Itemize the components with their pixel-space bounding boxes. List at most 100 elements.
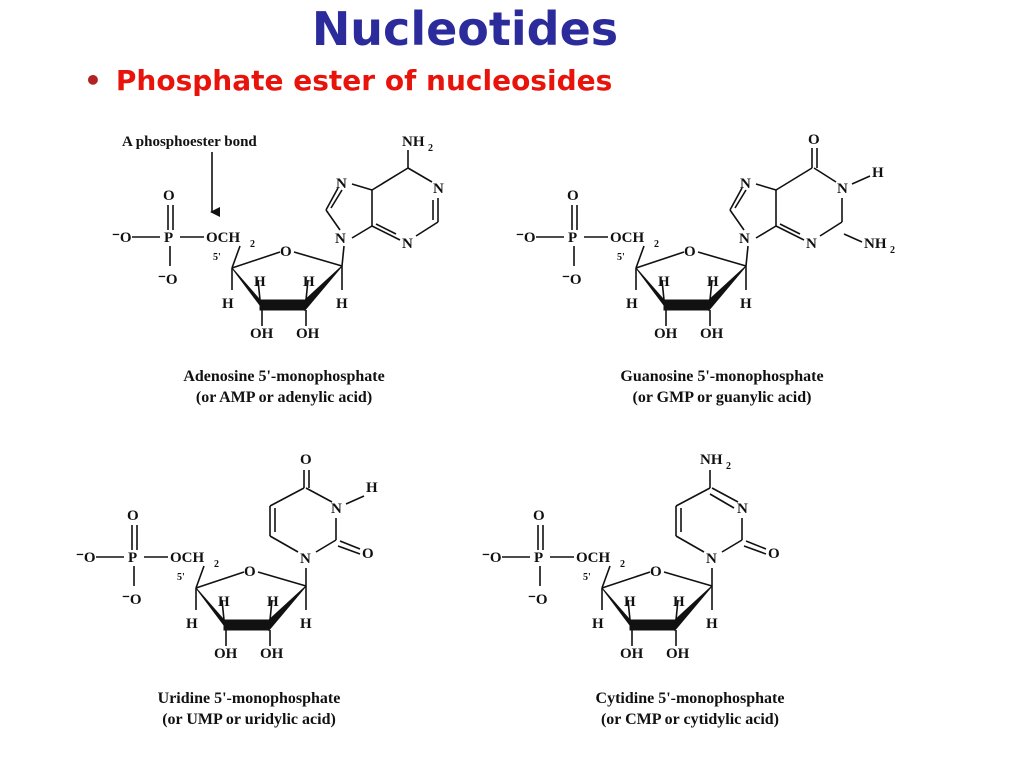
- atom-label: H: [222, 296, 234, 312]
- bond-line: [675, 535, 705, 553]
- bond-line: [293, 251, 343, 267]
- bond-line: [325, 209, 341, 231]
- atom-label: H: [592, 616, 604, 632]
- atom-label: N: [300, 551, 311, 567]
- atom-label: 2: [250, 239, 255, 250]
- bond-line: [635, 251, 685, 269]
- atom-label: OCH: [610, 230, 645, 246]
- bond-line: [269, 487, 305, 507]
- bond-line: [223, 619, 270, 631]
- atom-label: ⁻O: [562, 272, 582, 288]
- bond-line: [375, 223, 397, 235]
- bond-line: [721, 539, 743, 553]
- bond-line: [231, 245, 241, 269]
- atom-label: 5': [583, 572, 591, 583]
- atom-label: O: [163, 188, 175, 204]
- atom-label: H: [706, 616, 718, 632]
- bond-line: [729, 187, 743, 211]
- cmp-alias: (or CMP or cytidylic acid): [601, 711, 779, 728]
- atom-label: H: [218, 594, 230, 610]
- atom-label: H: [673, 594, 685, 610]
- bond-line: [734, 189, 747, 209]
- bond-line: [745, 245, 749, 267]
- bond-line: [755, 183, 777, 191]
- atom-label: OCH: [576, 550, 611, 566]
- atom-label: P: [568, 230, 577, 246]
- atom-label: O: [362, 546, 374, 562]
- bond-line: [231, 251, 281, 269]
- bond-line: [843, 233, 863, 243]
- atom-label: NH: [700, 452, 723, 468]
- bond-line: [601, 565, 611, 589]
- atom-label: H: [707, 274, 719, 290]
- atom-label: ⁻O: [528, 592, 548, 608]
- bond-line: [337, 545, 361, 555]
- bond-line: [351, 183, 373, 191]
- atom-label: O: [567, 188, 579, 204]
- bond-line: [813, 167, 837, 183]
- bond-line: [708, 265, 747, 312]
- bond-line: [663, 299, 710, 311]
- bond-line: [675, 599, 679, 621]
- atom-label: H: [336, 296, 348, 312]
- bond-line: [779, 223, 801, 235]
- atom-label: N: [706, 551, 717, 567]
- bond-line: [269, 599, 273, 621]
- bond-line: [775, 225, 805, 241]
- atom-label: OH: [654, 326, 678, 342]
- bond-line: [341, 245, 345, 267]
- atom-label: O: [684, 244, 696, 260]
- atom-label: O: [768, 546, 780, 562]
- atom-label: 2: [890, 245, 895, 256]
- bullet-item: •Phosphate ester of nucleosides: [84, 64, 612, 97]
- bond-line: [709, 279, 713, 301]
- atom-label: H: [300, 616, 312, 632]
- atom-label: OH: [250, 326, 274, 342]
- uracil-base: N O N H O: [269, 452, 378, 586]
- atom-label: OH: [620, 646, 644, 662]
- bond-line: [697, 251, 747, 267]
- atom-label: H: [658, 274, 670, 290]
- ump-alias: (or UMP or uridylic acid): [162, 711, 336, 728]
- bond-line: [345, 495, 365, 505]
- bond-line: [259, 299, 306, 311]
- atom-label: 2: [620, 559, 625, 570]
- atom-label: OH: [296, 326, 320, 342]
- atom-label: H: [624, 594, 636, 610]
- atom-label: O: [533, 508, 545, 524]
- atom-label: N: [739, 231, 750, 247]
- bond-line: [743, 545, 767, 555]
- atom-label: P: [128, 550, 137, 566]
- bond-line: [221, 599, 225, 621]
- bond-line: [195, 565, 205, 589]
- bond-line: [851, 175, 871, 185]
- atom-label: N: [336, 176, 347, 192]
- phosphoester-label: A phosphoester bond: [122, 134, 257, 150]
- amp-alias: (or AMP or adenylic acid): [196, 389, 372, 406]
- ump-name: Uridine 5'-monophosphate: [158, 690, 341, 707]
- ribose-ring: 5' O H H H H OH OH: [583, 564, 718, 662]
- atom-label: O: [808, 132, 820, 148]
- bond-line: [601, 571, 651, 589]
- bond-line: [627, 599, 631, 621]
- bond-line: [371, 225, 401, 241]
- bond-line: [729, 209, 745, 231]
- bond-line: [257, 279, 261, 301]
- atom-label: ⁻O: [76, 550, 96, 566]
- atom-label: OH: [214, 646, 238, 662]
- bond-line: [661, 279, 665, 301]
- cmp-name: Cytidine 5'-monophosphate: [596, 690, 785, 707]
- bond-line: [663, 571, 713, 587]
- atom-label: N: [806, 236, 817, 252]
- atom-label: OH: [260, 646, 284, 662]
- amp-name: Adenosine 5'-monophosphate: [183, 368, 384, 385]
- atom-label: O: [650, 564, 662, 580]
- slide-title: Nucleotides: [311, 2, 619, 56]
- phosphoester-annotation: A phosphoester bond: [122, 134, 257, 217]
